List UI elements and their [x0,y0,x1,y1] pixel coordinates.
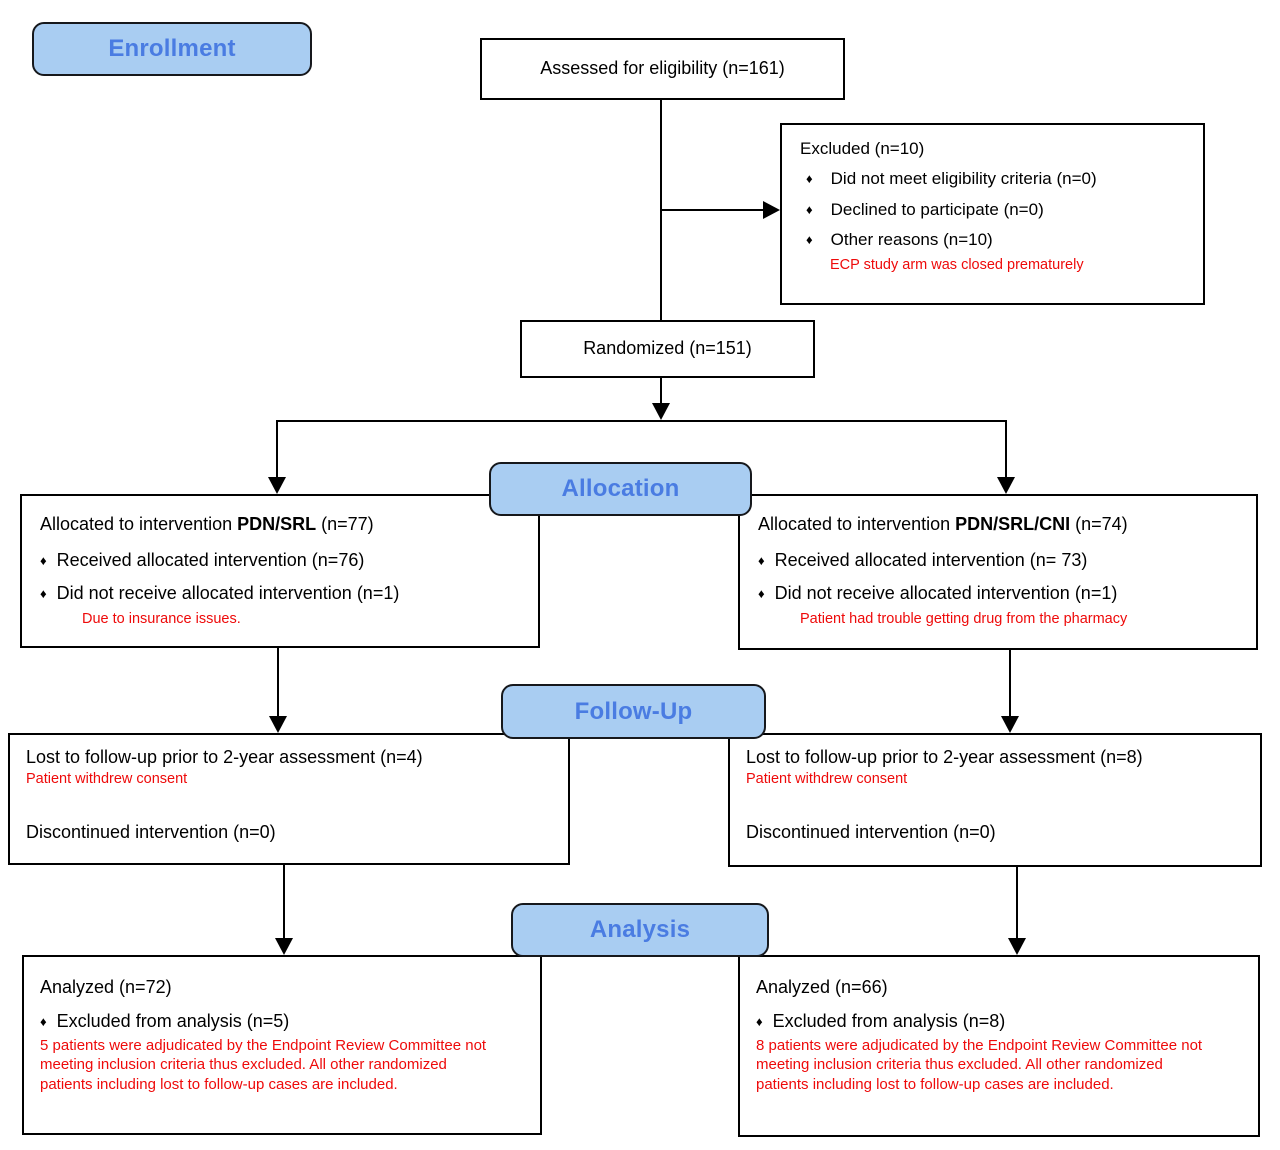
analysis-line1: Analyzed (n=66) [756,977,888,997]
diamond-bullet-icon: ♦ [40,1013,47,1029]
allocation-right-note: Patient had trouble getting drug from th… [800,610,1128,627]
fu-line2: Discontinued intervention (n=0) [26,821,276,842]
arrowhead-fu-right [1001,716,1019,733]
analysis-left-box: Analyzed (n=72) ♦ Excluded from analysis… [22,955,542,1135]
excluded-bullet: Other reasons (n=10) [830,230,993,250]
excluded-box: Excluded (n=10) ♦ Did not meet eligibili… [780,123,1205,305]
allocation-bullet: Received allocated intervention (n= 73) [774,549,1088,570]
excluded-note: ECP study arm was closed prematurely [830,256,1084,273]
stage-follow-up: Follow-Up [501,684,766,739]
allocation-arm: PDN/SRL/CNI [955,514,1071,534]
excluded-title: Excluded (n=10) [800,139,925,158]
allocation-count: (n=74) [1070,514,1128,534]
stage-allocation: Allocation [489,462,752,516]
arrowhead-fu-left [269,716,287,733]
diamond-bullet-icon: ♦ [806,171,813,187]
excluded-bullet: Declined to participate (n=0) [830,199,1044,219]
connector-fu-analysis-right [1016,867,1018,939]
connector-split-alloc-right [1005,420,1007,478]
stage-allocation-label: Allocation [561,475,680,502]
diamond-bullet-icon: ♦ [806,201,813,217]
allocation-bullet: Received allocated intervention (n=76) [56,549,365,570]
connector-alloc-fu-right [1009,650,1011,718]
stage-enrollment: Enrollment [32,22,312,76]
fu-left-note: Patient withdrew consent [26,770,188,787]
diamond-bullet-icon: ♦ [758,552,765,568]
allocation-intro: Allocated to intervention [758,514,956,534]
allocation-count: (n=77) [316,514,374,534]
diamond-bullet-icon: ♦ [758,586,765,602]
analysis-left-note: 5 patients were adjudicated by the Endpo… [40,1037,487,1093]
allocation-bullet: Did not receive allocated intervention (… [774,583,1118,604]
diamond-bullet-icon: ♦ [40,552,47,568]
arrowhead-excluded [763,201,780,219]
stage-enrollment-label: Enrollment [108,35,236,62]
allocation-left-title: Allocated to intervention PDN/SRL (n=77) [40,514,526,536]
analysis-right-note: 8 patients were adjudicated by the Endpo… [756,1037,1203,1093]
connector-fu-analysis-left [283,865,285,939]
excluded-bullet: Did not meet eligibility criteria (n=0) [830,169,1097,189]
fu-line1: Lost to follow-up prior to 2-year assess… [746,747,1143,767]
stage-analysis-label: Analysis [589,916,691,943]
arrowhead-analysis-right [1008,938,1026,955]
connector-to-excluded [660,209,766,211]
analysis-bullet: Excluded from analysis (n=5) [56,1010,290,1031]
allocation-bullet: Did not receive allocated intervention (… [56,583,400,604]
allocation-left-box: Allocated to intervention PDN/SRL (n=77)… [20,494,540,648]
allocation-arm: PDN/SRL [237,514,317,534]
allocation-right-box: Allocated to intervention PDN/SRL/CNI (n… [738,494,1258,650]
follow-up-right-box: Lost to follow-up prior to 2-year assess… [728,733,1262,867]
allocation-left-note: Due to insurance issues. [82,610,241,627]
diamond-bullet-icon: ♦ [40,586,47,602]
follow-up-left-box: Lost to follow-up prior to 2-year assess… [8,733,570,865]
arrowhead-alloc-right [997,477,1015,494]
split-line [276,420,1007,422]
arrowhead-split [652,403,670,420]
allocation-intro: Allocated to intervention [40,514,238,534]
fu-line2: Discontinued intervention (n=0) [746,821,996,842]
randomized-box: Randomized (n=151) [520,320,815,378]
arrowhead-alloc-left [268,477,286,494]
stage-follow-up-label: Follow-Up [574,697,693,725]
randomized-text: Randomized (n=151) [583,338,752,359]
analysis-bullet: Excluded from analysis (n=8) [772,1010,1006,1031]
fu-right-note: Patient withdrew consent [746,770,908,787]
allocation-right-title: Allocated to intervention PDN/SRL/CNI (n… [758,514,1244,536]
assessed-text: Assessed for eligibility (n=161) [540,58,785,79]
diamond-bullet-icon: ♦ [806,232,813,248]
stage-analysis: Analysis [511,903,769,957]
fu-line1: Lost to follow-up prior to 2-year assess… [26,747,423,767]
assessed-box: Assessed for eligibility (n=161) [480,38,845,100]
connector-split-alloc-left [276,420,278,478]
diamond-bullet-icon: ♦ [756,1013,763,1029]
analysis-line1: Analyzed (n=72) [40,977,172,997]
connector-randomized-split [660,378,662,406]
connector-alloc-fu-left [277,648,279,718]
analysis-right-box: Analyzed (n=66) ♦ Excluded from analysis… [738,955,1260,1137]
arrowhead-analysis-left [275,938,293,955]
